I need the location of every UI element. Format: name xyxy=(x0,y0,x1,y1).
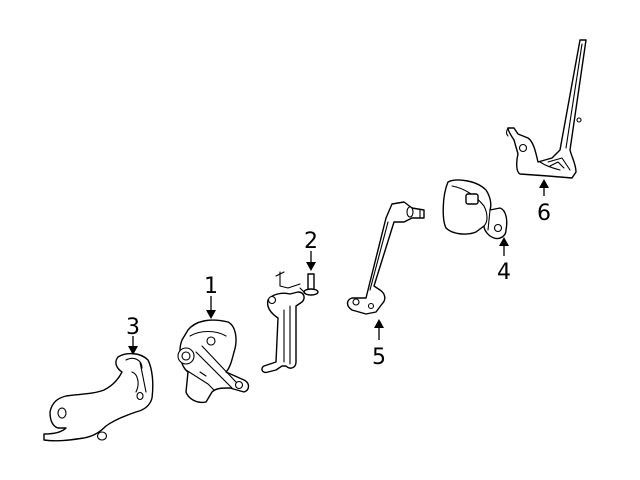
callout-arrowhead xyxy=(539,179,549,188)
callout-arrowhead xyxy=(499,237,509,246)
part-5-link xyxy=(346,201,425,315)
callout-arrowhead xyxy=(206,310,216,319)
part-4-actuator xyxy=(442,179,508,240)
callout-arrowhead xyxy=(128,346,138,355)
part-3-bracket xyxy=(43,352,154,442)
callout-number: 4 xyxy=(497,260,511,285)
callout-3: 3 xyxy=(126,315,140,355)
callout-number: 3 xyxy=(126,315,140,340)
callout-5: 5 xyxy=(372,319,386,370)
part-6-bracket xyxy=(505,39,587,179)
callout-number: 1 xyxy=(204,274,218,299)
callout-2: 2 xyxy=(304,229,318,271)
callout-arrowhead xyxy=(306,262,316,271)
callout-1: 1 xyxy=(204,274,218,319)
part-1-sensor xyxy=(177,319,250,404)
callout-number: 2 xyxy=(304,229,318,254)
callout-number: 6 xyxy=(537,201,551,226)
part-2-link-rod xyxy=(261,271,319,374)
callout-number: 5 xyxy=(372,345,386,370)
callout-4: 4 xyxy=(497,237,511,285)
callout-arrowhead xyxy=(374,319,384,328)
callout-6: 6 xyxy=(537,179,551,226)
